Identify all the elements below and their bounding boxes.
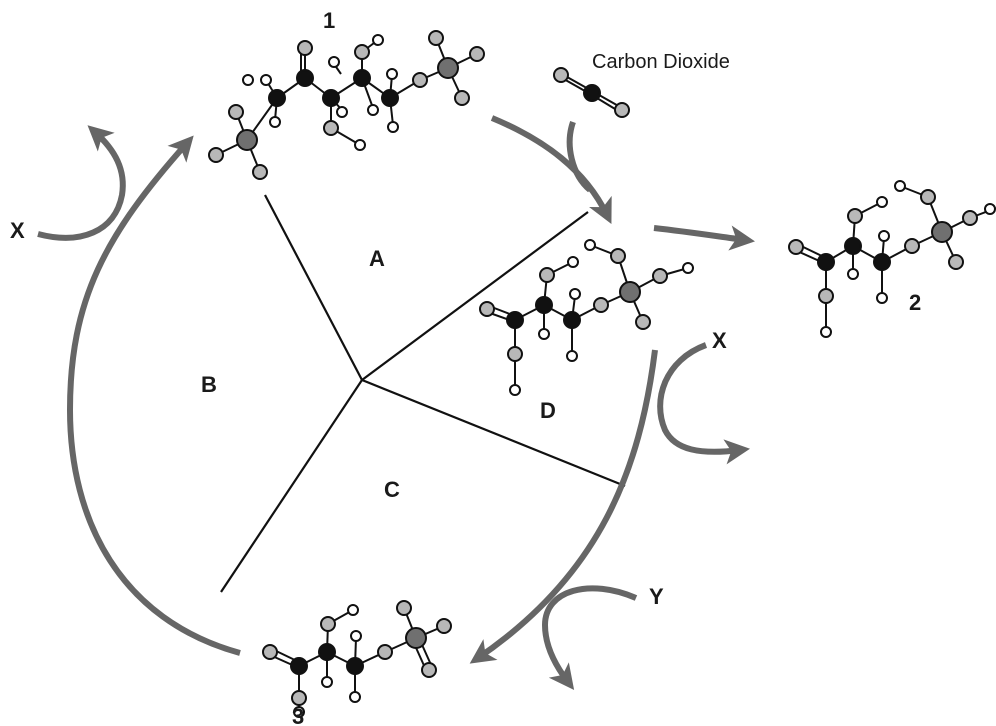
molecule-3: [262, 600, 452, 718]
arrow-d-to-3: [469, 349, 658, 664]
label-input-x-right: X: [712, 328, 727, 353]
arrow-x-right-in: [657, 342, 751, 465]
divider-lines: [220, 194, 626, 593]
label-output-y: Y: [649, 584, 664, 609]
molecule-1-bonds: [215, 37, 478, 173]
label-input-x-left: X: [10, 218, 25, 243]
molecule-1: [208, 30, 485, 180]
arrow-co2-in: [566, 121, 593, 193]
divider-line-bc: [220, 379, 363, 593]
label-region-b: B: [201, 372, 217, 397]
co2-molecule: [553, 67, 630, 118]
label-region-c: C: [384, 477, 400, 502]
cycle-arrows: [37, 115, 755, 691]
arrow-y-out: [541, 585, 638, 691]
label-molecule-3: 3: [292, 704, 304, 726]
label-molecule-2: 2: [909, 290, 921, 315]
label-region-a: A: [369, 246, 385, 271]
label-region-d: D: [540, 398, 556, 423]
divider-line-cd: [361, 378, 626, 488]
label-carbon-dioxide: Carbon Dioxide: [592, 51, 730, 73]
arrow-to-2: [653, 225, 755, 251]
label-molecule-1: 1: [323, 8, 335, 33]
molecule-2: [788, 180, 996, 338]
divider-line-ad: [361, 211, 589, 381]
arrow-1-to-d: [490, 115, 612, 225]
divider-line-ab: [264, 194, 363, 381]
arrow-3-to-1: [66, 135, 241, 656]
molecule-d: [479, 239, 694, 396]
arrow-x-left-in: [37, 125, 126, 241]
